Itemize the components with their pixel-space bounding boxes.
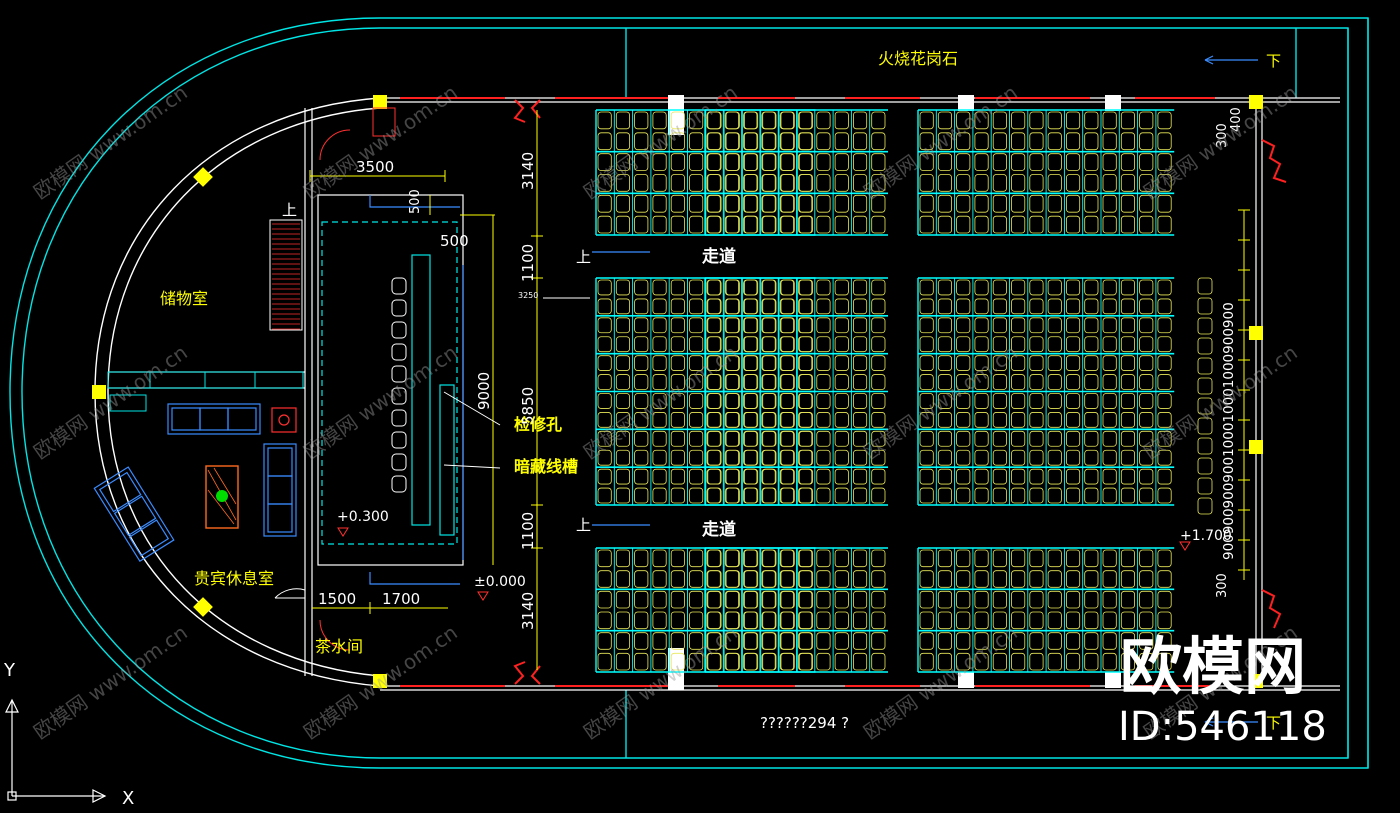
label-aisle-bottom: 走道: [702, 519, 736, 540]
label-granite: 火烧花岗石: [878, 49, 958, 68]
small-watermark: 欧模网 www.om.cn: [579, 620, 742, 744]
outer-shell: [9, 17, 1369, 769]
ucs-axes: [5, 698, 107, 803]
wall-openings: [668, 95, 1121, 690]
dim-3250: 3250: [518, 291, 538, 300]
label-aisle-top: 走道: [702, 246, 736, 267]
level-plus-minus-0000: ±0.000: [474, 574, 526, 590]
down-mark-bottom: 下: [1266, 714, 1281, 732]
watermark-brand: 欧模网: [1120, 630, 1306, 703]
small-watermark: 欧模网 www.om.cn: [579, 340, 742, 464]
dim-300a: 300: [1215, 123, 1230, 148]
small-watermark: 欧模网 www.om.cn: [29, 80, 192, 204]
level-markers: [337, 527, 1191, 601]
dim-3500: 3500: [356, 158, 394, 176]
stair-treads: [272, 223, 300, 330]
up-mark-aisle-top: 上: [576, 248, 591, 266]
dimension-lines: [309, 110, 590, 670]
aisle-arrows: [592, 55, 1258, 727]
label-vip-lounge: 贵宾休息室: [194, 569, 274, 588]
vip-furniture: [93, 403, 297, 563]
storage-stair: [269, 219, 303, 331]
dim-1700: 1700: [382, 590, 420, 608]
curtains: [400, 97, 1287, 687]
stage-chairs: [391, 277, 407, 493]
dim-500b: 500: [440, 232, 469, 250]
level-plus-0300: +0.300: [337, 509, 389, 525]
bottom-note: ??????294 ?: [760, 714, 849, 732]
label-tea-room: 茶水间: [315, 637, 363, 656]
dim-3140a: 3140: [519, 152, 537, 190]
small-watermark: 欧模网 www.om.cn: [859, 340, 1022, 464]
label-hidden-trough: 暗藏线槽: [514, 457, 578, 476]
coffee-table: [205, 465, 239, 529]
watermark-id: ID:546118: [1118, 704, 1327, 750]
dim-9000: 9000: [475, 372, 493, 410]
up-mark-aisle-bottom: 上: [576, 516, 591, 534]
dim-5850: 5850: [519, 387, 537, 425]
dim-300b: 300: [1215, 573, 1230, 598]
tea-room-door: [274, 107, 396, 651]
storage-shelving: [107, 371, 304, 412]
dim-400: 400: [1229, 107, 1244, 132]
dim-3140b: 3140: [519, 592, 537, 630]
down-mark-top: 下: [1266, 52, 1281, 70]
dim-500a: 500: [408, 189, 423, 214]
up-mark-stair: 上: [282, 201, 297, 219]
dim-1100a: 1100: [519, 244, 537, 282]
right-dimension-ticks: [1238, 209, 1250, 580]
seating-blocks: [595, 109, 1213, 673]
small-watermark: 欧模网 www.om.cn: [29, 340, 192, 464]
small-watermark: 欧模网 www.om.cn: [299, 340, 462, 464]
stage-area: [317, 194, 464, 585]
small-watermark: 欧模网 www.om.cn: [859, 620, 1022, 744]
dim-right-stack: 900900900900100010001000900900: [1221, 302, 1237, 560]
axis-x-label: X: [122, 788, 134, 809]
axis-y-label: Y: [3, 660, 16, 681]
dim-1500: 1500: [318, 590, 356, 608]
dim-1100b: 1100: [519, 512, 537, 550]
level-plus-1700: +1.700: [1180, 528, 1232, 544]
label-storage: 储物室: [160, 289, 208, 308]
label-access-hole: 检修孔: [514, 415, 562, 434]
